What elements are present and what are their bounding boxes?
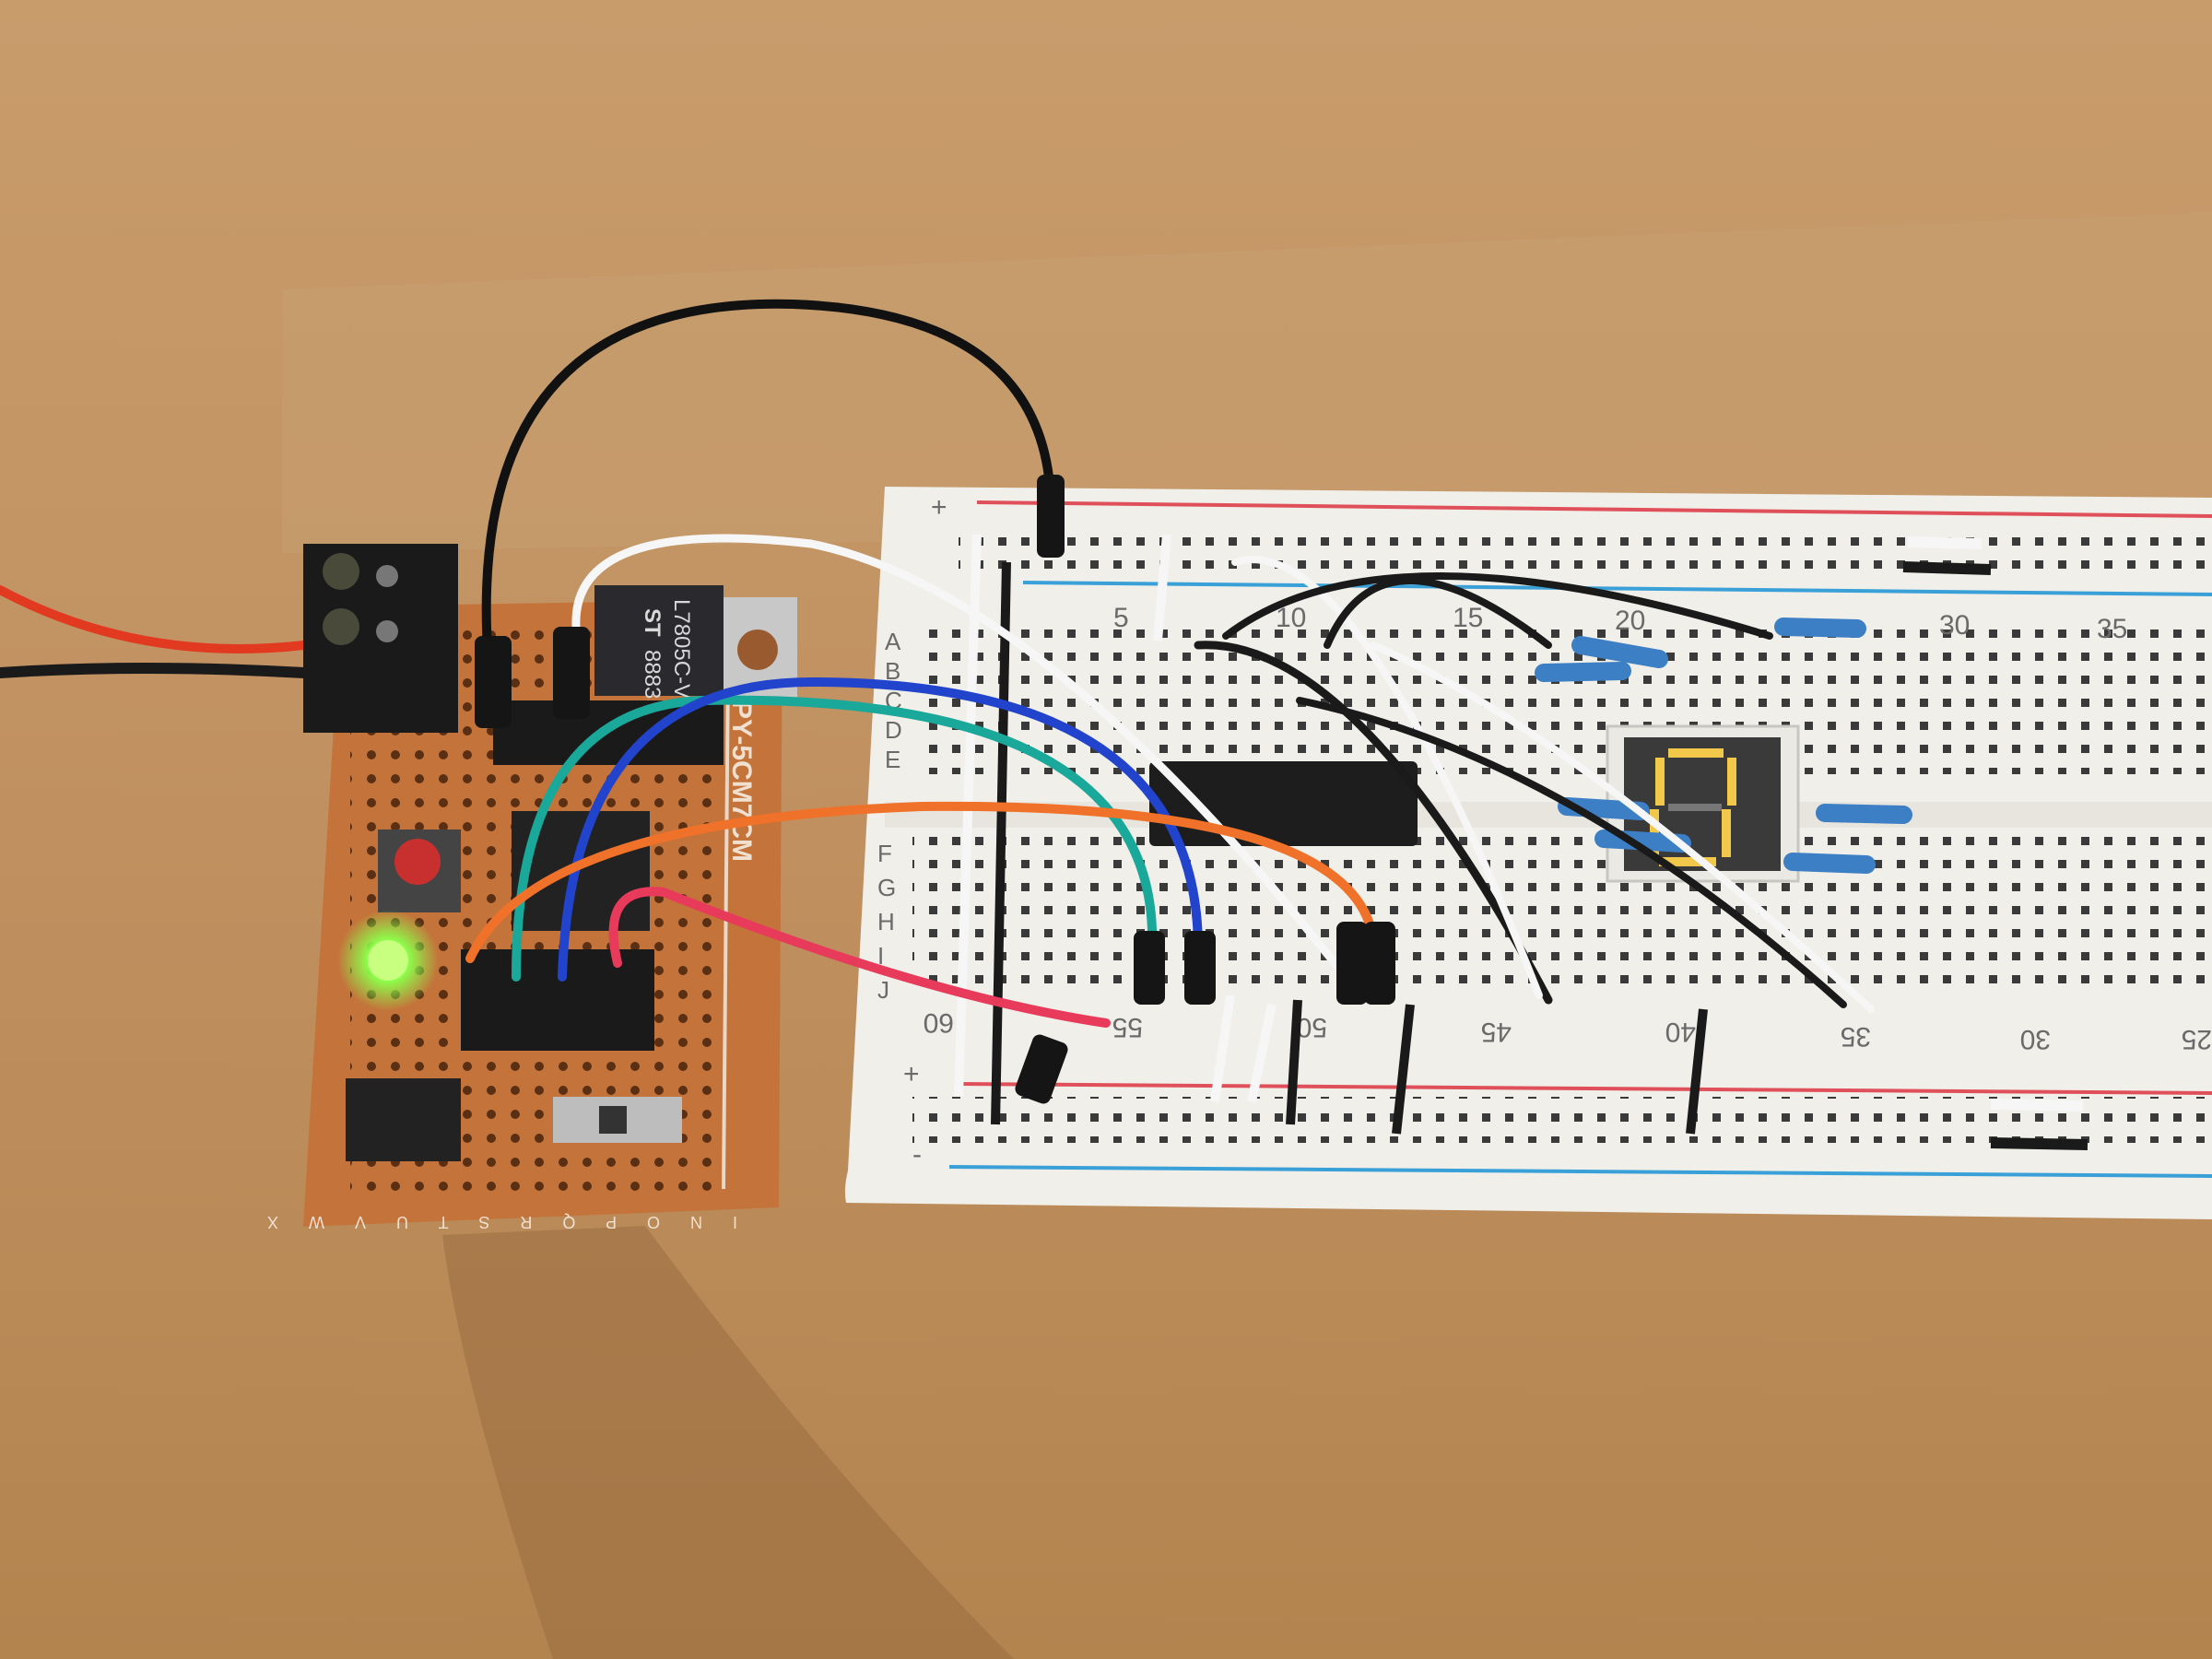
column-number: 35 xyxy=(2097,614,2127,644)
rail-plus-label: + xyxy=(903,1059,920,1089)
st-logo: ST xyxy=(640,608,665,637)
white-wire xyxy=(1370,641,1875,1013)
column-number: 25 xyxy=(2182,1024,2212,1054)
black-wire xyxy=(1296,697,1847,1008)
red-power-cable xyxy=(0,585,309,653)
column-number: 5 xyxy=(1113,603,1129,633)
column-number: 35 xyxy=(1841,1021,1871,1052)
black-power-cable xyxy=(0,663,310,678)
voltage-regulator: L7805C-V ST 88835 xyxy=(594,585,797,712)
ic-chip xyxy=(1149,761,1418,846)
column-number: 50 xyxy=(1297,1012,1327,1042)
column-number: 15 xyxy=(1453,603,1483,633)
row-letter: E xyxy=(885,746,900,773)
column-number: 30 xyxy=(1939,610,1970,641)
rail-plus-label: + xyxy=(931,492,947,523)
red-wire xyxy=(608,887,1111,1028)
bottom-column-numbers: 60 55 50 45 40 35 30 25 xyxy=(924,1007,2212,1054)
rail-minus-label: - xyxy=(912,1139,922,1170)
blue-wire xyxy=(558,677,1203,982)
row-letter: G xyxy=(877,874,896,901)
white-wire xyxy=(571,534,1350,982)
screw-terminal xyxy=(303,544,458,733)
jumper-wires xyxy=(465,299,1875,1028)
column-number: 30 xyxy=(2020,1024,2051,1054)
row-letter: D xyxy=(885,716,902,744)
black-wire xyxy=(1194,641,1553,1005)
jumper-header xyxy=(346,1078,461,1161)
row-letter: B xyxy=(885,657,900,685)
white-wire xyxy=(1231,556,1543,999)
teal-wire xyxy=(512,695,1158,982)
button-cap xyxy=(394,839,441,885)
row-letter: I xyxy=(877,942,884,970)
green-led-body xyxy=(368,940,408,981)
top-column-numbers: 5 10 15 20 30 35 xyxy=(1113,603,2127,644)
black-wire xyxy=(1222,572,1773,640)
shadow xyxy=(442,1226,1014,1659)
black-wire xyxy=(481,299,1056,668)
row-letter: H xyxy=(877,908,895,935)
row-letter: F xyxy=(877,840,892,867)
pin-header-bottom xyxy=(461,949,654,1051)
row-letter: J xyxy=(877,976,889,1004)
wooden-board xyxy=(282,212,2212,553)
regulator-part-number: L7805C-V xyxy=(669,599,694,699)
orange-wire xyxy=(465,801,1378,963)
slide-switch-knob xyxy=(599,1106,627,1134)
perfboard-label: PY-5CM7CM xyxy=(726,700,757,862)
column-number: 45 xyxy=(1481,1017,1512,1047)
column-number: 20 xyxy=(1615,606,1645,636)
short-jumpers xyxy=(954,534,2088,1150)
row-letter: A xyxy=(885,628,901,655)
black-wire xyxy=(1324,577,1552,649)
wire-connectors xyxy=(475,475,1395,1104)
column-number: 55 xyxy=(1112,1012,1143,1042)
perfboard-column-letters: I N O P Q R S T U V W X xyxy=(254,1213,737,1231)
column-number: 40 xyxy=(1665,1017,1696,1047)
column-number: 60 xyxy=(924,1007,954,1038)
